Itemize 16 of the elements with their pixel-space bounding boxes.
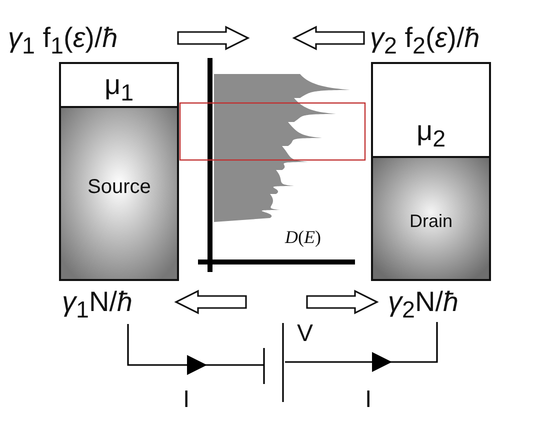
node-label: μ$_{2}$: [416, 117, 446, 151]
current-label: I: [183, 388, 190, 412]
potential-box: [371, 62, 491, 158]
rate-label: γ$_{1}$N/ħ: [62, 288, 133, 322]
axis-label: D(E): [285, 228, 321, 246]
electrode-box: [59, 106, 179, 281]
current-label: I: [365, 388, 372, 412]
voltage-label: V: [297, 322, 314, 346]
rate-label: γ$_{2}$N/ħ: [388, 288, 459, 322]
potential-box: [59, 62, 179, 108]
rate-label: γ$_{1}$ f$_{1}$(ε)/ħ: [8, 24, 118, 58]
rate-label: γ$_{2}$ f$_{2}$(ε)/ħ: [370, 24, 480, 58]
node-label: Source: [88, 177, 151, 197]
node-label: μ$_{1}$: [104, 71, 134, 105]
electrode-box: [371, 156, 491, 281]
node-label: Drain: [410, 212, 453, 230]
